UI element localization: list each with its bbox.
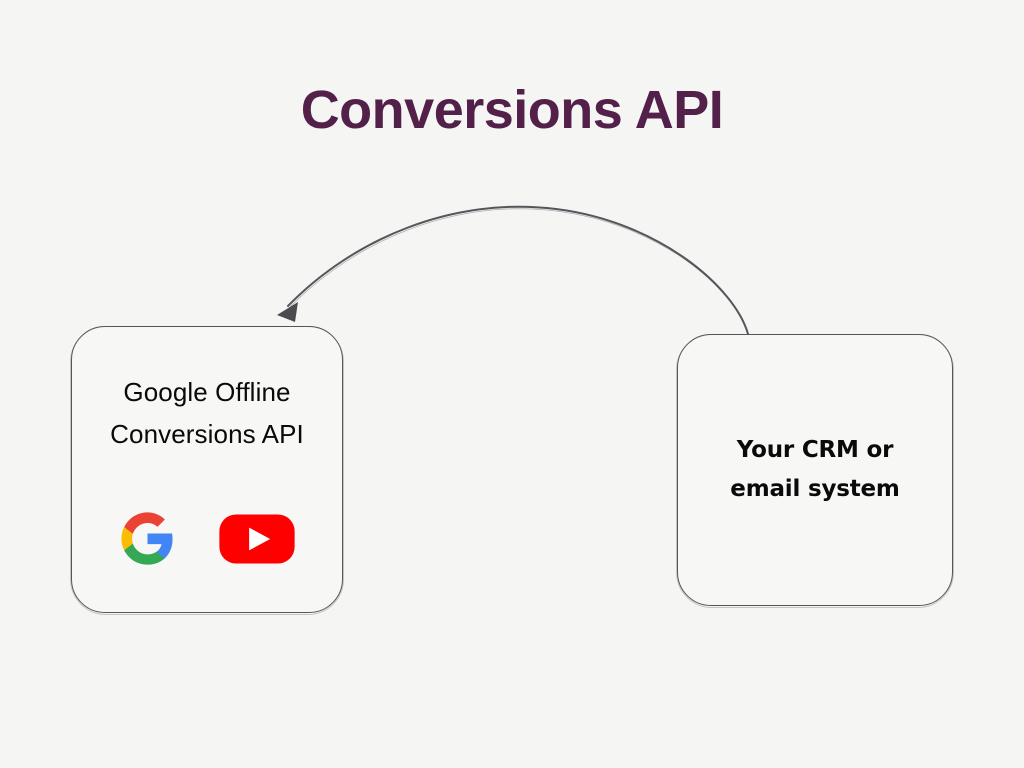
arrow-curve <box>287 205 749 335</box>
arrow-curve-sketch <box>288 208 749 335</box>
node-google-label-line2: Conversions API <box>110 419 304 450</box>
node-your-crm-or-email-system[interactable]: Your CRM or email system <box>676 334 954 608</box>
google-logo <box>121 512 173 565</box>
logo-row <box>72 510 344 567</box>
play-triangle-icon <box>249 527 271 550</box>
arrowhead-icon <box>277 302 298 322</box>
node-crm-label-line1: Your CRM or <box>736 437 894 464</box>
node-crm-label-line2: email system <box>730 476 900 502</box>
page-title: Conversions API <box>300 80 724 140</box>
node-google-offline-conversions-api[interactable]: Google Offline Conversions API <box>70 326 344 615</box>
edge-crm-to-google-api <box>277 205 749 335</box>
node-google-label-line1: Google Offline <box>123 377 291 407</box>
youtube-logo <box>219 514 295 563</box>
